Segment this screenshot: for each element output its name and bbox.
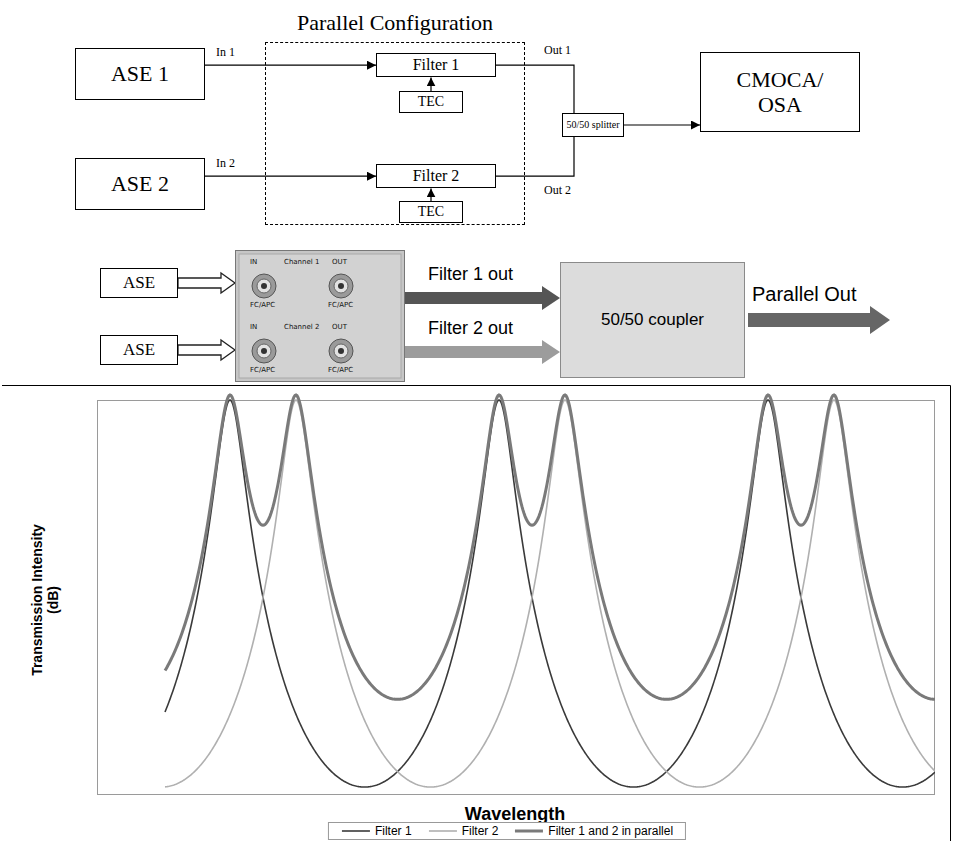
box-label: TEC <box>418 204 444 220</box>
source-box: ASE <box>100 268 178 298</box>
legend-sample <box>341 826 371 836</box>
transmission-curves <box>165 395 935 787</box>
edge-label: Filter 2 out <box>427 318 514 339</box>
fiber-connector <box>252 339 276 363</box>
connector <box>205 65 376 66</box>
box-label: ASE 2 <box>111 171 169 196</box>
filter-box: Filter 1 <box>376 53 496 77</box>
axis-title: Transmission Intensity (dB) <box>29 514 61 686</box>
filter-panel: IN Channel 1 OUT FC/APC FC/APC IN Channel 2 OUT… <box>235 250 405 382</box>
edge-label: In 1 <box>215 46 236 60</box>
panel-marking: IN <box>250 259 257 266</box>
panel-marking: Channel 2 <box>284 324 319 331</box>
box-label: ASE 1 <box>111 61 169 86</box>
box-label: CMOCA/ OSA <box>728 67 833 118</box>
panel-marking: FC/APC <box>250 302 275 309</box>
source-box: ASE 1 <box>75 48 205 100</box>
edge-label: In 2 <box>215 157 236 171</box>
block-arrow <box>178 340 235 360</box>
legend-sample <box>428 826 458 836</box>
legend-text: Filter 1 <box>375 824 412 838</box>
edge-label: Out 2 <box>543 184 572 198</box>
legend-text: Filter 1 and 2 in parallel <box>548 824 673 838</box>
panel-marking: FC/APC <box>328 367 353 374</box>
legend: Filter 1 Filter 2 Filter 1 and 2 in parall… <box>328 822 686 840</box>
chart-frame <box>2 386 951 841</box>
parallel-curve <box>165 395 935 699</box>
edge-label: Filter 1 out <box>427 264 514 285</box>
source-box: ASE 2 <box>75 158 205 210</box>
legend-item: Filter 1 <box>341 824 412 838</box>
output-arrow <box>748 306 890 334</box>
panel-face <box>239 254 401 378</box>
coupler-box: 50/50 coupler <box>560 262 745 378</box>
tec-box: TEC <box>399 91 463 113</box>
panel-picture <box>236 251 406 383</box>
box-label: 50/50 splitter <box>566 119 619 131</box>
box-label: Filter 1 <box>413 56 460 74</box>
connector <box>430 188 431 201</box>
legend-item: Filter 2 <box>428 824 499 838</box>
connector <box>205 176 376 177</box>
box-label: 50/50 coupler <box>601 310 704 330</box>
fiber-connector <box>252 274 276 298</box>
connector <box>496 137 574 176</box>
block-arrow <box>405 340 560 364</box>
tec-box: TEC <box>399 201 463 223</box>
block-arrow <box>178 273 235 293</box>
legend-item: Filter 1 and 2 in parallel <box>514 824 673 838</box>
connector <box>624 124 700 125</box>
box-label: ASE <box>123 340 155 360</box>
filter-box: Filter 2 <box>376 164 496 188</box>
configuration-region: Parallel ConfigurationFilter 1TECFilter … <box>265 42 525 225</box>
panel-marking: FC/APC <box>250 367 275 374</box>
edge-label: Out 1 <box>543 44 572 58</box>
plot-area <box>98 401 935 795</box>
fiber-connector <box>329 274 353 298</box>
source-box: ASE <box>100 335 178 365</box>
panel-marking: IN <box>250 324 257 331</box>
box-label: TEC <box>418 94 444 110</box>
panel-marking: OUT <box>332 324 347 331</box>
output-label: Parallel Out <box>752 283 857 306</box>
box-label: Filter 2 <box>413 167 460 185</box>
analyzer-box: CMOCA/ OSA <box>700 52 860 132</box>
region-title: Parallel Configuration <box>297 10 493 35</box>
splitter-box: 50/50 splitter <box>562 113 624 137</box>
block-arrow <box>405 286 560 310</box>
panel-marking: Channel 1 <box>284 259 319 266</box>
legend-sample <box>514 826 544 836</box>
legend-text: Filter 2 <box>462 824 499 838</box>
connector <box>496 65 574 113</box>
panel-marking: FC/APC <box>328 302 353 309</box>
panel-marking: OUT <box>332 259 347 266</box>
connector <box>430 77 431 91</box>
fiber-connector <box>329 339 353 363</box>
box-label: ASE <box>123 273 155 293</box>
